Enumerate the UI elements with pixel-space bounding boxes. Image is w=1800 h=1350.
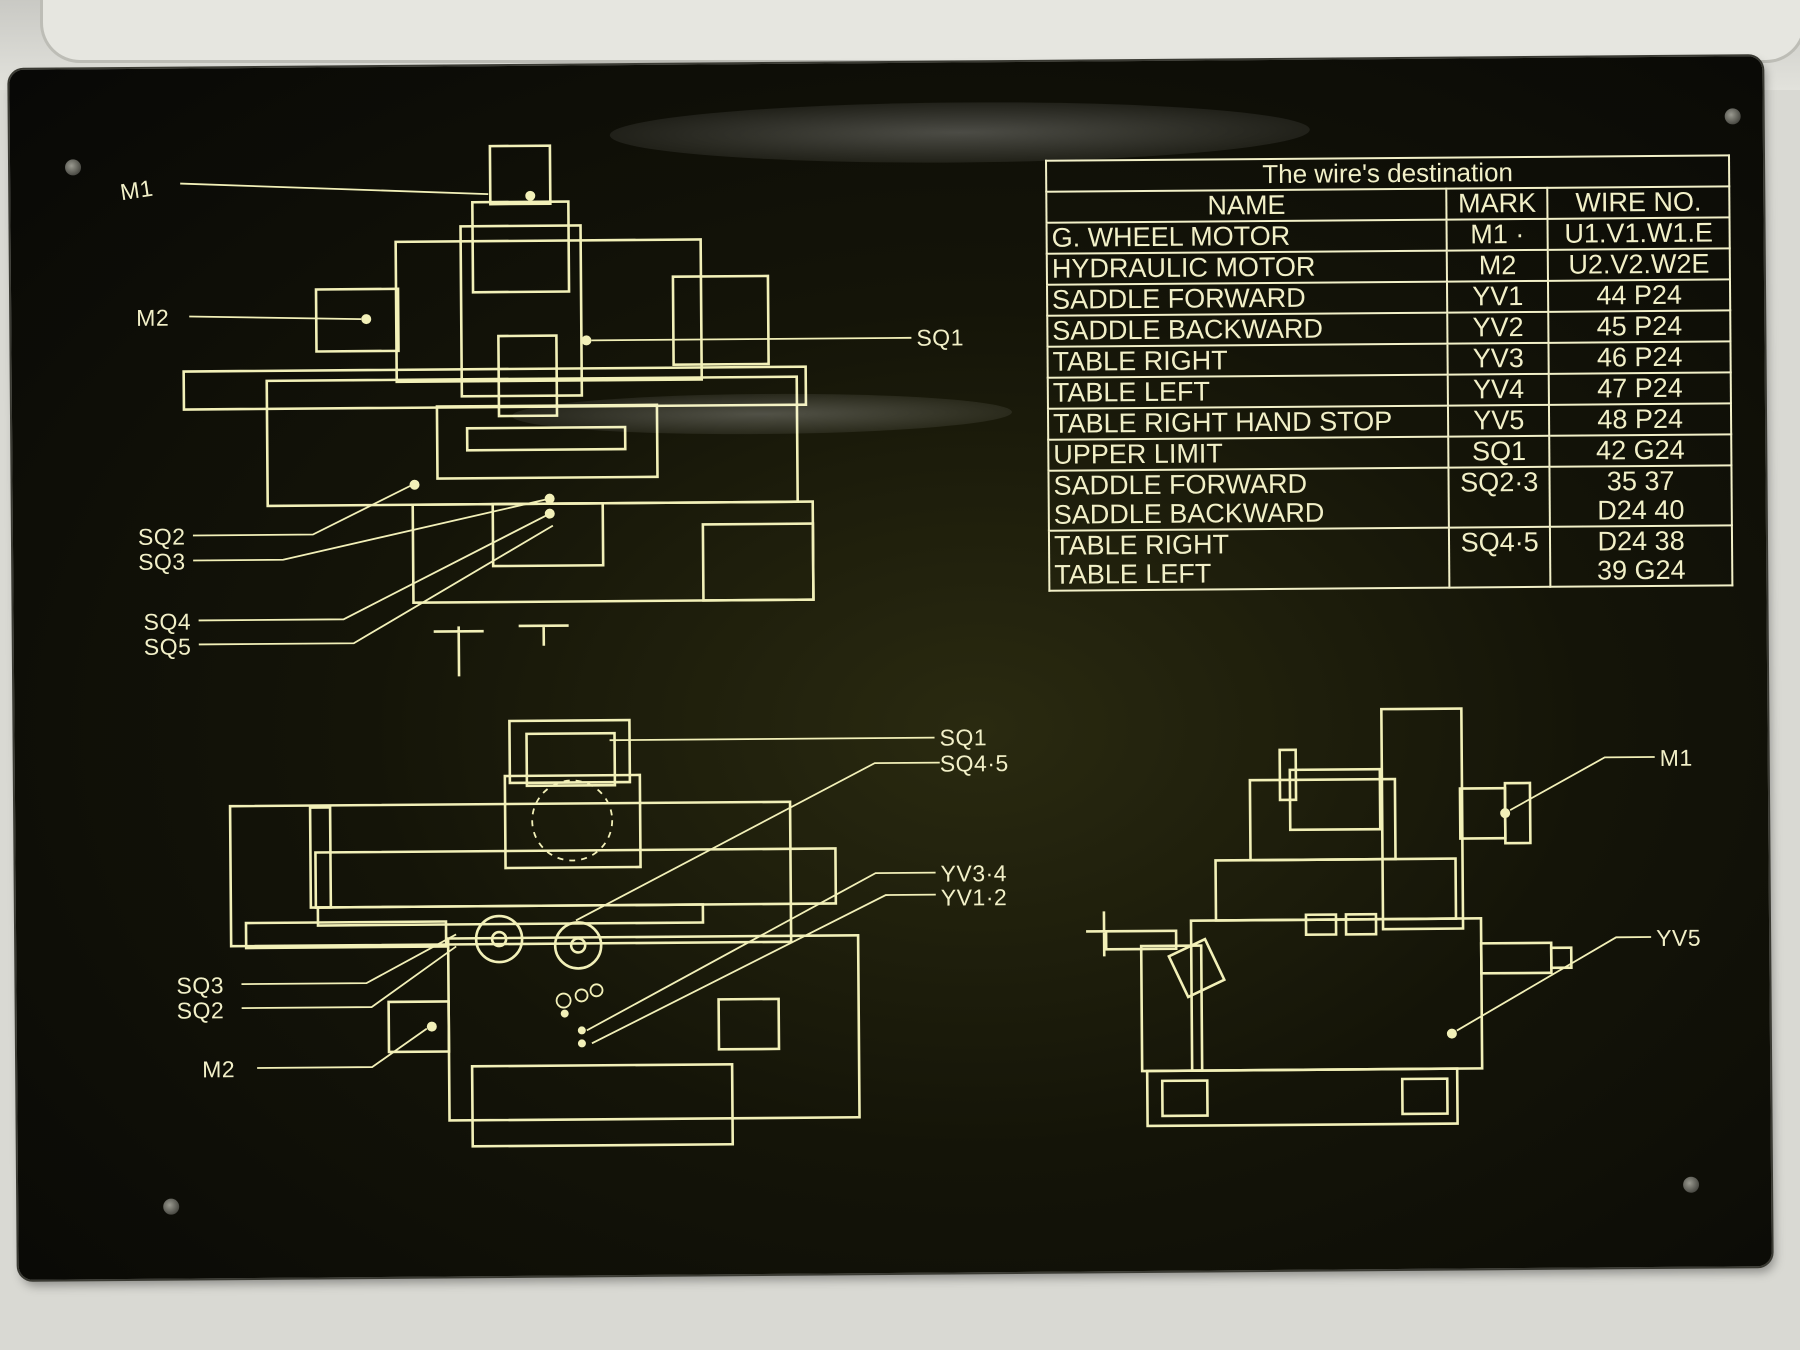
row-wires: 35 37 D24 40 [1549, 465, 1732, 527]
row-name-2: SADDLE BACKWARD [1053, 497, 1325, 530]
row-wire: 46 P24 [1548, 341, 1731, 374]
top-view-diagram [180, 144, 912, 677]
row-wire: 44 P24 [1548, 279, 1731, 312]
header-name: NAME [1046, 188, 1447, 223]
row-mark: YV3 [1447, 342, 1549, 375]
label-front-sq2: SQ2 [176, 997, 225, 1024]
table-double-row: SADDLE FORWARD SADDLE BACKWARD SQ2·3 35 … [1048, 465, 1732, 531]
row-mark: YV1 [1447, 280, 1549, 313]
label-front-yv12: YV1·2 [940, 884, 1008, 911]
table-double-row: TABLE RIGHT TABLE LEFT SQ4·5 D24 38 39 G… [1048, 525, 1733, 591]
machine-diagrams [180, 144, 1655, 1148]
header-wire: WIRE NO. [1547, 186, 1730, 219]
row-wire: 47 P24 [1548, 372, 1731, 405]
row-name: SADDLE BACKWARD [1047, 312, 1448, 347]
row-wire: 42 G24 [1549, 434, 1732, 467]
row-name-1: TABLE RIGHT [1053, 529, 1230, 561]
label-top-sq4: SQ4 [143, 608, 192, 635]
row-mark: YV5 [1448, 404, 1550, 437]
row-name: HYDRAULIC MOTOR [1046, 250, 1448, 285]
front-view-diagram [228, 718, 940, 1148]
row-mark: SQ1 [1448, 435, 1550, 468]
label-front-sq3: SQ3 [176, 972, 225, 999]
row-mark: SQ2·3 [1448, 466, 1551, 528]
label-top-sq5: SQ5 [143, 633, 192, 660]
header-mark: MARK [1446, 187, 1548, 220]
row-wire-2: 39 G24 [1596, 554, 1686, 586]
row-wire: U1.V1.W1.E [1547, 217, 1730, 250]
wiring-nameplate: M1 M2 SQ1 SQ2 SQ3 SQ4 SQ5 SQ1 SQ4·5 YV3·… [9, 56, 1772, 1280]
row-mark: M1 · [1446, 218, 1548, 251]
row-name: TABLE RIGHT HAND STOP [1047, 405, 1449, 440]
label-top-m1: M1 [118, 174, 155, 206]
row-wires: D24 38 39 G24 [1550, 525, 1733, 587]
row-mark: M2 [1446, 249, 1549, 282]
label-front-m2: M2 [202, 1056, 236, 1083]
row-wire: U2.V2.W2E [1547, 248, 1730, 281]
row-name-2: TABLE LEFT [1054, 558, 1212, 590]
wire-destination-table: The wire's destination NAME MARK WIRE NO… [1045, 154, 1733, 591]
label-top-sq1: SQ1 [916, 324, 965, 351]
label-top-sq2: SQ2 [137, 523, 186, 550]
label-side-yv5: YV5 [1656, 924, 1702, 951]
row-wire: 45 P24 [1548, 310, 1731, 343]
side-view-diagram [1086, 707, 1655, 1128]
row-names: TABLE RIGHT TABLE LEFT [1048, 527, 1450, 591]
row-name: UPPER LIMIT [1048, 436, 1449, 471]
label-top-sq3: SQ3 [138, 548, 186, 575]
row-mark: YV4 [1447, 373, 1550, 406]
label-front-sq45: SQ4·5 [939, 750, 1009, 777]
row-name: TABLE LEFT [1047, 374, 1449, 409]
row-wire: 48 P24 [1549, 403, 1732, 436]
row-name: SADDLE FORWARD [1046, 281, 1448, 316]
row-wire-1: 35 37 [1606, 465, 1675, 497]
label-top-m2: M2 [136, 304, 170, 331]
row-mark: SQ4·5 [1449, 526, 1551, 588]
label-front-sq1: SQ1 [939, 724, 988, 751]
row-wire-2: D24 40 [1597, 494, 1685, 526]
row-names: SADDLE FORWARD SADDLE BACKWARD [1048, 467, 1450, 531]
row-wire-1: D24 38 [1597, 525, 1685, 557]
machine-housing-rim [40, 0, 1800, 63]
row-mark: YV2 [1447, 311, 1549, 344]
label-side-m1: M1 [1659, 744, 1693, 771]
row-name: G. WHEEL MOTOR [1046, 219, 1447, 254]
row-name-1: SADDLE FORWARD [1053, 468, 1308, 501]
row-name: TABLE RIGHT [1047, 343, 1448, 378]
